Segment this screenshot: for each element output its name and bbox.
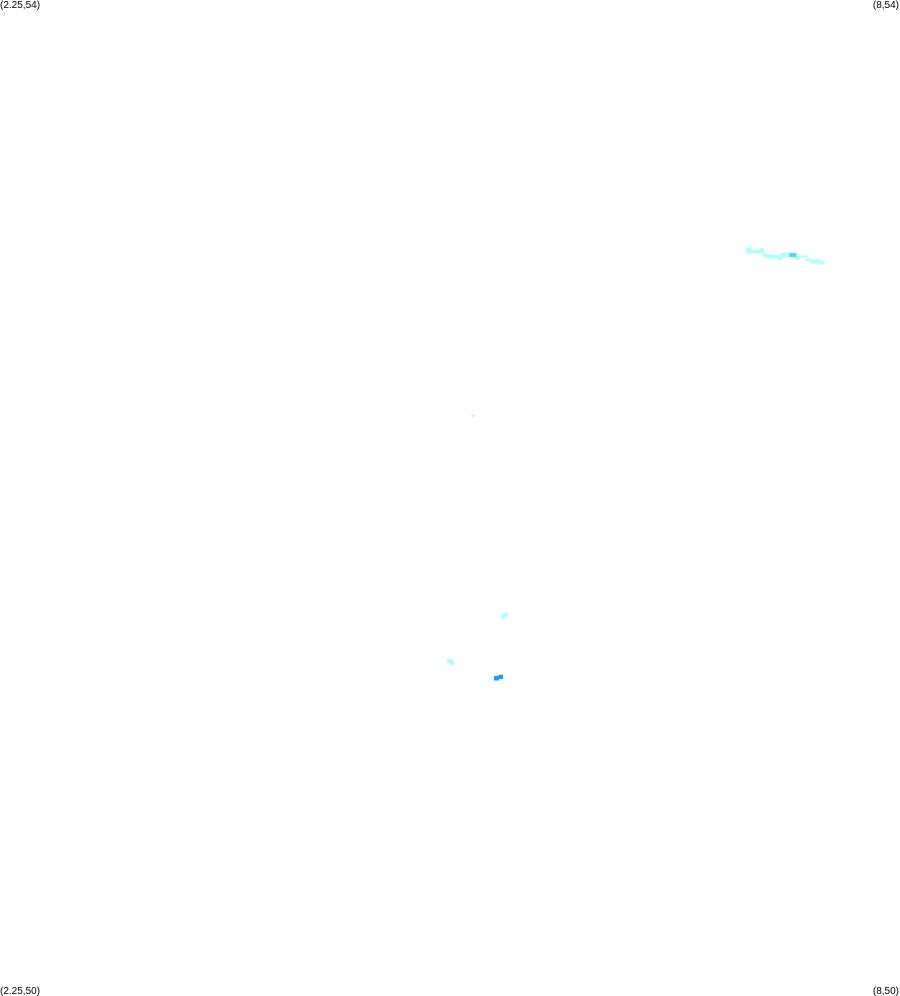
heat-cell: [471, 414, 475, 418]
heat-cell: [819, 260, 825, 265]
corner-label-bottom-right: (8,50): [872, 986, 899, 996]
heat-cell: [797, 255, 808, 258]
heat-cell: [745, 247, 752, 253]
heat-cell: [498, 674, 504, 680]
heat-cell: [753, 249, 760, 254]
heat-cell: [746, 250, 754, 254]
corner-label-top-right: (8,54): [872, 0, 899, 11]
heat-cell: [794, 256, 800, 260]
corner-label-top-left: (2.25,54): [0, 0, 41, 11]
heat-cell: [501, 615, 505, 620]
heat-cell: [779, 252, 795, 257]
heat-cell: [763, 253, 768, 258]
heat-cell: [776, 256, 782, 260]
heat-cell: [773, 254, 780, 259]
heat-cell: [450, 661, 454, 666]
heat-cell: [503, 613, 509, 618]
heat-cell: [810, 259, 821, 264]
heat-cell: [493, 676, 499, 681]
heat-cell: [789, 252, 797, 258]
heat-cell: [767, 254, 774, 259]
corner-label-bottom-left: (2.25,50): [0, 986, 41, 996]
heat-cell: [805, 258, 811, 262]
heat-cell: [758, 248, 764, 254]
